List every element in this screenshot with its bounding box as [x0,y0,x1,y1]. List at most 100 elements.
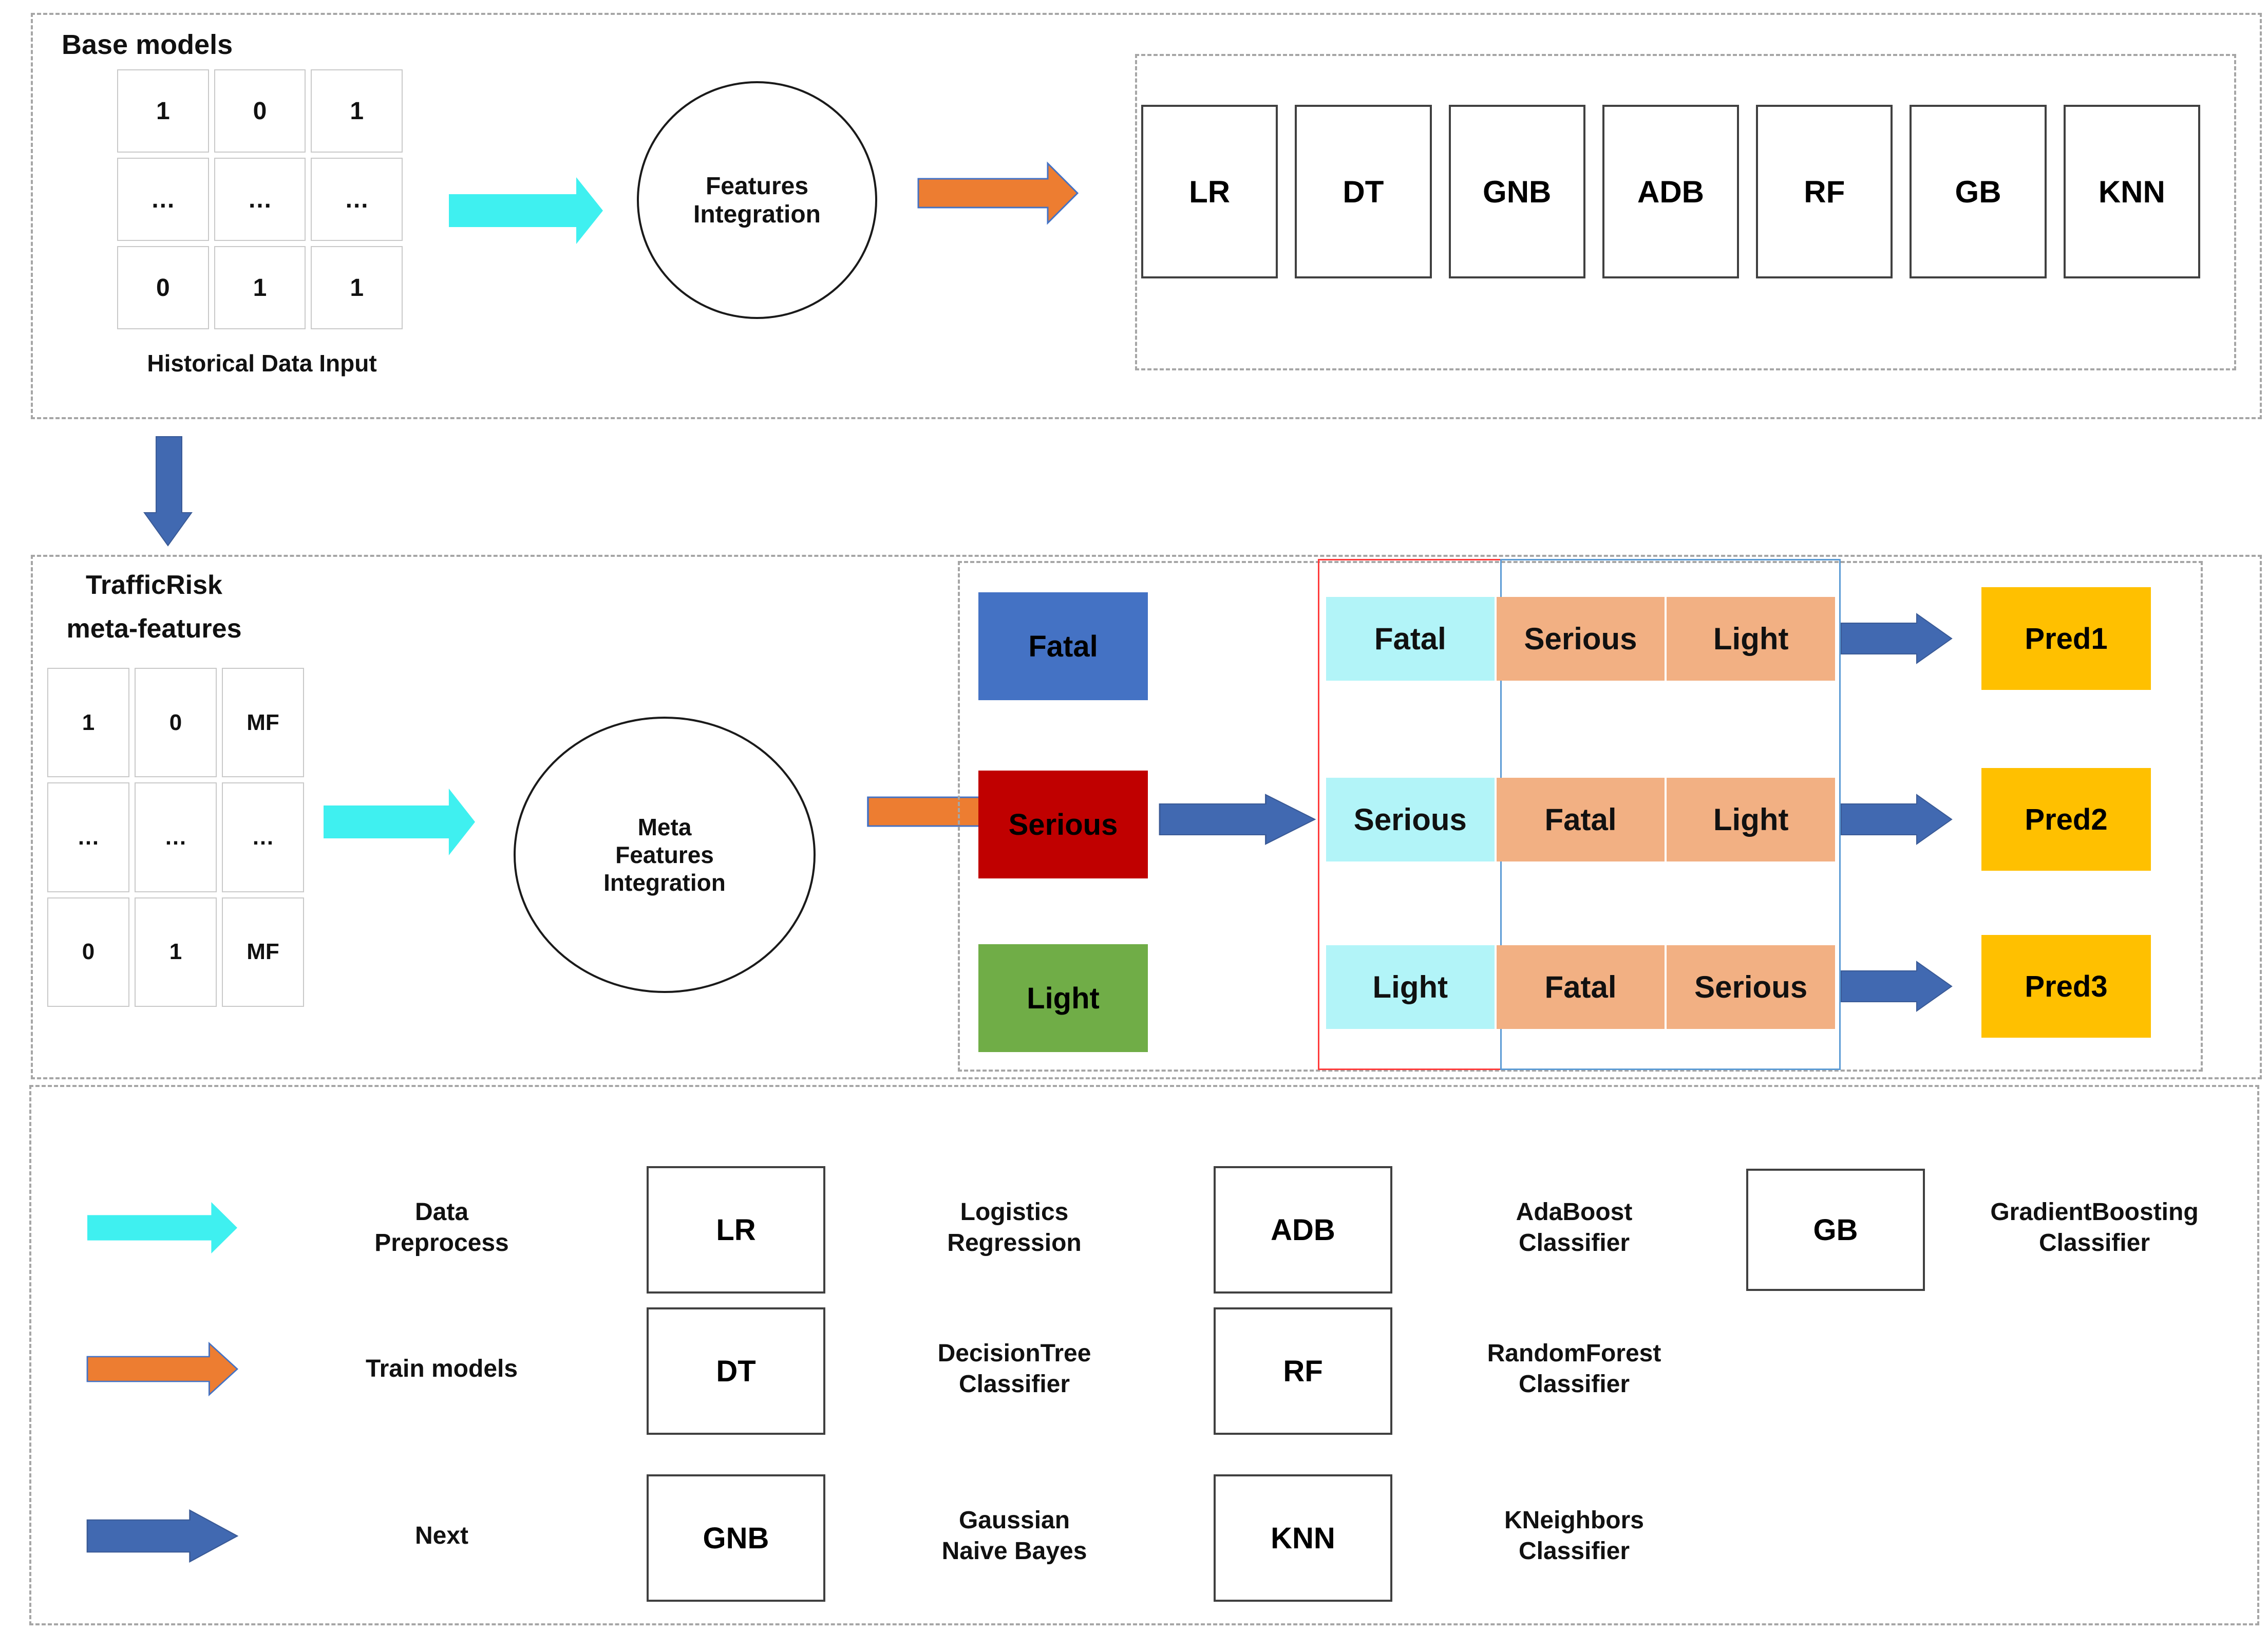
legend-name-kneighbors-classifier: KNeighbors Classifier [1428,1474,1721,1598]
matrix-cell: 1 [117,69,209,153]
base-models-row: LR DT GNB ADB RF GB KNN [1141,105,2200,278]
rank-cell: Serious [1326,778,1495,861]
train-models-arrow-icon [86,1341,238,1397]
ellipse-label-line: Features [705,172,809,200]
legend-label-train-models: Train models [318,1307,565,1431]
legend-name-line: AdaBoost [1516,1198,1633,1226]
rank-cell: Light [1667,597,1836,681]
matrix-cell: … [222,782,304,892]
matrix-cell: MF [222,897,304,1007]
legend-name-line: Regression [947,1229,1082,1257]
matrix-cell: 1 [214,246,306,329]
prediction-box-1: Pred1 [1981,587,2151,690]
rank-cell: Serious [1496,597,1665,681]
rank-cell: Light [1326,945,1495,1029]
matrix-cell: … [311,158,403,241]
legend-label-line: Preprocess [374,1229,509,1257]
meta-features-section-border [31,555,2262,1079]
rank-row-1: Fatal Serious Light [1326,597,1836,681]
legend-name-line: Classifier [2038,1229,2150,1257]
base-models-title: Base models [62,29,233,60]
legend-model-box-knn: KNN [1214,1474,1392,1602]
legend-name-logistics-regression: Logistics Regression [868,1166,1161,1289]
legend-name-line: Classifier [1518,1371,1630,1398]
matrix-cell: 1 [135,897,217,1007]
matrix-cell: … [214,158,306,241]
next-arrow-icon [1841,794,1953,845]
model-box-dt: DT [1295,105,1432,278]
legend-name-line: DecisionTree [937,1340,1091,1367]
next-arrow-icon [86,1509,239,1563]
rank-cell: Fatal [1496,945,1665,1029]
data-preprocess-arrow-icon [87,1202,237,1253]
legend-model-box-gnb: GNB [647,1474,825,1602]
ellipse-label-line: Integration [693,200,821,228]
legend-name-adaboost-classifier: AdaBoost Classifier [1428,1166,1721,1289]
model-box-lr: LR [1141,105,1278,278]
model-box-adb: ADB [1602,105,1740,278]
ellipse-label-line: Integration [603,869,726,896]
matrix-cell: 1 [311,246,403,329]
legend-label-line: Data [414,1198,469,1226]
rank-cell: Fatal [1326,597,1495,681]
meta-features-integration-node: Meta Features Integration [514,717,816,993]
meta-features-title-line2: meta-features [66,614,242,644]
legend-name-gaussian-naive-bayes: Gaussian Naive Bayes [868,1474,1161,1598]
legend-model-box-rf: RF [1214,1307,1392,1435]
class-box-light: Light [978,944,1148,1052]
legend-name-line: RandomForest [1487,1340,1661,1367]
legend-name-line: Naive Bayes [941,1538,1087,1565]
prediction-box-2: Pred2 [1981,768,2151,871]
matrix-cell: 0 [135,668,217,778]
legend-name-gradientboosting-classifier: GradientBoosting Classifier [1921,1166,2268,1289]
legend-name-line: Classifier [958,1371,1070,1398]
ellipse-label-line: Meta [637,814,692,840]
legend-name-line: Classifier [1518,1229,1630,1257]
base-models-section-border [31,13,2262,419]
prediction-box-3: Pred3 [1981,935,2151,1038]
legend-name-line: GradientBoosting [1990,1198,2199,1226]
rank-cell: Fatal [1496,778,1665,861]
legend-model-box-dt: DT [647,1307,825,1435]
matrix-cell: 1 [311,69,403,153]
legend-label-line: Train models [365,1355,518,1382]
next-arrow-icon [1159,794,1316,845]
matrix-cell: 0 [117,246,209,329]
legend-section-border [29,1085,2259,1625]
model-box-rf: RF [1756,105,1893,278]
rank-cell: Light [1667,778,1836,861]
legend-label-data-preprocess: Data Preprocess [318,1166,565,1289]
model-box-gnb: GNB [1448,105,1585,278]
next-arrow-icon [1841,613,1953,664]
next-step-down-arrow-icon [143,436,193,547]
data-preprocess-arrow-icon [324,789,475,855]
legend-name-randomforest-classifier: RandomForest Classifier [1428,1307,1721,1431]
matrix-cell: … [135,782,217,892]
next-arrow-icon [1841,961,1953,1012]
class-box-fatal: Fatal [978,592,1148,700]
legend-name-decisiontree-classifier: DecisionTree Classifier [868,1307,1161,1431]
legend-name-line: Classifier [1518,1538,1630,1565]
train-models-arrow-icon [917,161,1079,225]
meta-features-matrix: 1 0 MF … … … 0 1 MF [47,668,304,1007]
features-integration-node: Features Integration [637,81,877,319]
matrix-cell: … [47,782,129,892]
rank-row-3: Light Fatal Serious [1326,945,1836,1029]
legend-label-line: Next [414,1522,469,1549]
matrix-cell: 1 [47,668,129,778]
class-box-serious: Serious [978,771,1148,878]
legend-name-line: KNeighbors [1504,1507,1644,1534]
model-box-knn: KNN [2063,105,2200,278]
legend-model-box-gb: GB [1746,1169,1925,1291]
legend-name-line: Gaussian [958,1507,1070,1534]
ellipse-label-line: Features [615,841,714,868]
matrix-cell: 0 [214,69,306,153]
rank-row-2: Serious Fatal Light [1326,778,1836,861]
matrix-cell: … [117,158,209,241]
legend-name-line: Logistics [960,1198,1069,1226]
base-models-group-border [1135,54,2236,370]
ranking-group-border [958,561,2203,1072]
matrix-cell: 0 [47,897,129,1007]
rank-cell: Serious [1667,945,1836,1029]
